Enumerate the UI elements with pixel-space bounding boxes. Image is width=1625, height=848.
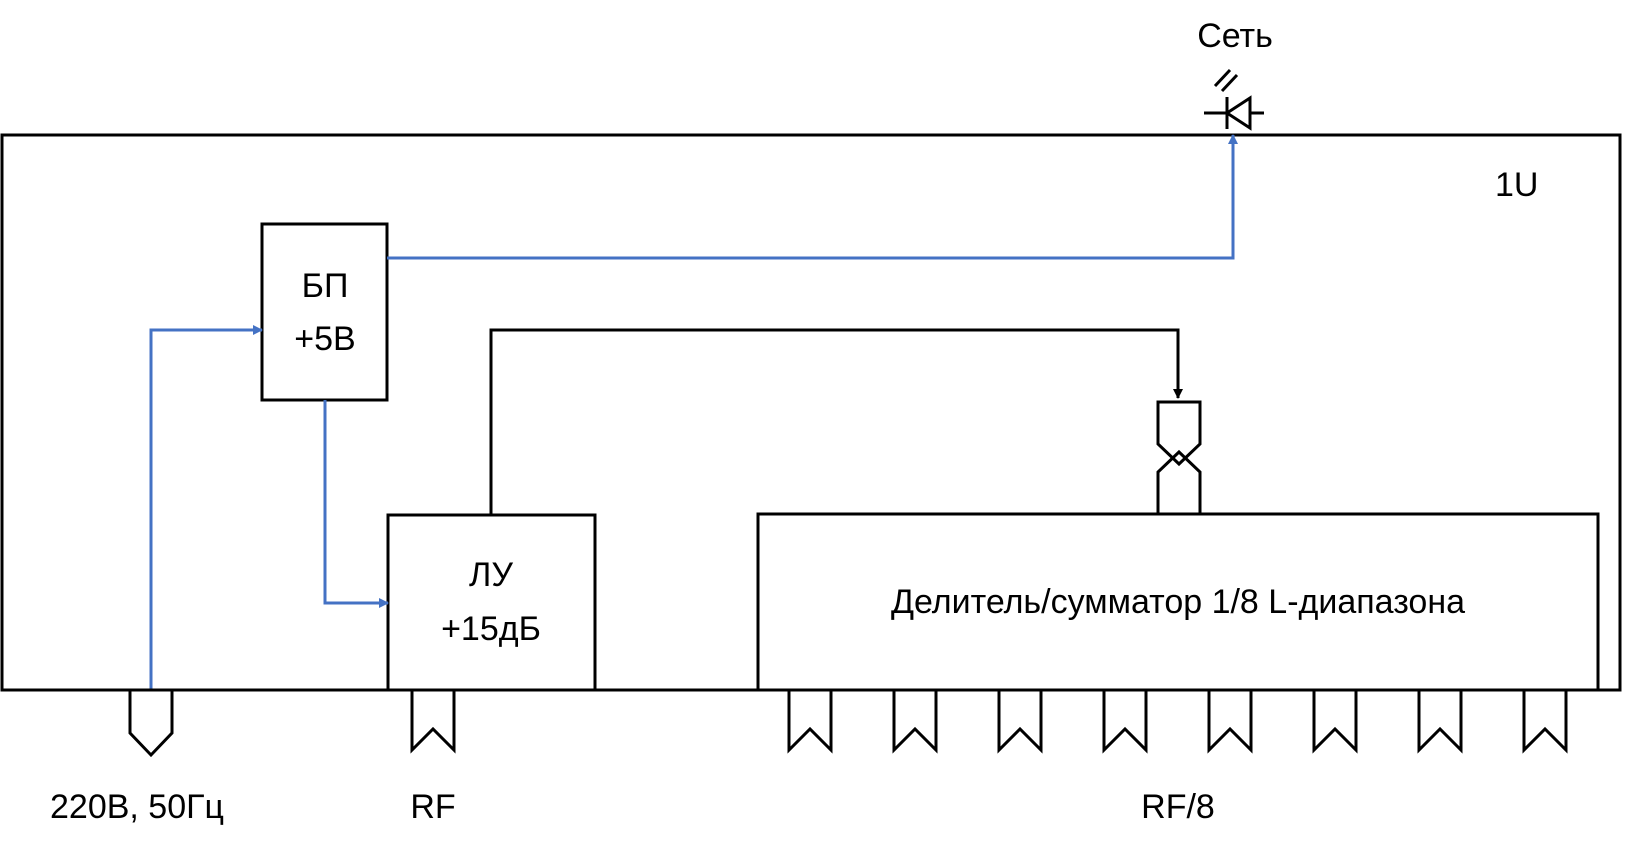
f-connector-icon (1156, 400, 1202, 516)
led-label: Сеть (1197, 17, 1273, 55)
power-input-label: 220В, 50Гц (50, 788, 224, 826)
f-connector-icon (1417, 688, 1463, 754)
chassis-label: 1U (1495, 166, 1538, 204)
f-connector-icon (1207, 688, 1253, 754)
f-connector-icon (1312, 688, 1358, 754)
splitter-block (756, 512, 1600, 692)
led-diode-icon (1204, 68, 1264, 131)
f-connector-icon (997, 688, 1043, 754)
rf-line (489, 328, 1183, 515)
f-connector-icon (787, 688, 833, 754)
power-plug-icon (128, 688, 174, 758)
psu-label-1: БП (302, 267, 349, 305)
amplifier-label-1: ЛУ (469, 556, 513, 594)
amplifier-block (386, 513, 597, 692)
rf-input-label: RF (410, 788, 455, 826)
amplifier-label-2: +15дБ (441, 610, 541, 648)
f-connector-icon (410, 688, 456, 754)
power-line-amplifier (323, 400, 389, 608)
f-connector-icon (1522, 688, 1568, 754)
splitter-label: Делитель/сумматор 1/8 L-диапазона (891, 583, 1465, 621)
psu-block (260, 222, 389, 402)
power-line-mains (149, 325, 263, 690)
power-line-led (387, 134, 1238, 260)
rf-output-connectors (787, 688, 1568, 754)
psu-label-2: +5В (294, 320, 355, 358)
rf-outputs-label: RF/8 (1141, 788, 1215, 826)
f-connector-icon (1102, 688, 1148, 754)
f-connector-icon (892, 688, 938, 754)
